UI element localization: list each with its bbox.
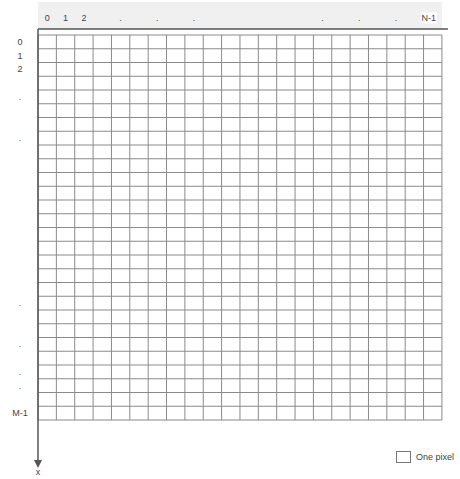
grid-line bbox=[38, 365, 442, 366]
column-index: 0 bbox=[45, 14, 50, 23]
grid-line bbox=[38, 76, 442, 77]
ellipsis-dot: . bbox=[358, 14, 361, 23]
grid-line bbox=[38, 90, 442, 91]
ellipsis-dot: . bbox=[395, 14, 398, 23]
ellipsis-dot: . bbox=[19, 92, 22, 101]
grid-line bbox=[38, 145, 442, 146]
grid-line bbox=[38, 420, 442, 421]
legend-text: One pixel bbox=[416, 453, 454, 462]
grid-line bbox=[38, 241, 442, 242]
grid-line bbox=[38, 255, 442, 256]
grid-line bbox=[38, 296, 442, 297]
column-index: 2 bbox=[81, 14, 86, 23]
y-axis-line bbox=[38, 28, 448, 30]
row-index: 2 bbox=[17, 65, 22, 74]
ellipsis-dot: . bbox=[19, 367, 22, 376]
grid-line bbox=[38, 378, 442, 379]
grid-line bbox=[38, 158, 442, 159]
grid-line bbox=[38, 62, 442, 63]
grid-line bbox=[38, 282, 442, 283]
grid-line bbox=[38, 323, 442, 324]
row-index: M-1 bbox=[11, 408, 29, 419]
grid-line bbox=[38, 172, 442, 173]
column-index: 1 bbox=[63, 14, 68, 23]
grid-line bbox=[38, 48, 442, 49]
row-index: 0 bbox=[17, 37, 22, 46]
grid-line bbox=[38, 392, 442, 393]
grid-line bbox=[38, 200, 442, 201]
grid-line bbox=[38, 103, 442, 104]
grid-line bbox=[38, 268, 442, 269]
grid-line bbox=[38, 117, 442, 118]
x-axis-line bbox=[37, 29, 39, 462]
header-band bbox=[38, 2, 442, 29]
row-index: 1 bbox=[17, 51, 22, 60]
grid-line bbox=[38, 131, 442, 132]
legend-swatch bbox=[396, 451, 411, 463]
grid-line bbox=[38, 310, 442, 311]
grid-line bbox=[38, 186, 442, 187]
axis-label: x bbox=[36, 468, 41, 477]
ellipsis-dot: . bbox=[156, 14, 159, 23]
ellipsis-dot: . bbox=[19, 134, 22, 143]
grid-line bbox=[38, 35, 442, 36]
ellipsis-dot: . bbox=[321, 14, 324, 23]
grid-line bbox=[38, 213, 442, 214]
ellipsis-dot: . bbox=[193, 14, 196, 23]
grid-line bbox=[38, 351, 442, 352]
ellipsis-dot: . bbox=[19, 299, 22, 308]
grid-line bbox=[38, 337, 442, 338]
ellipsis-dot: . bbox=[119, 14, 122, 23]
ellipsis-dot: . bbox=[19, 340, 22, 349]
grid-line bbox=[38, 406, 442, 407]
grid-line bbox=[38, 227, 442, 228]
ellipsis-dot: . bbox=[19, 381, 22, 390]
column-index: N-1 bbox=[420, 13, 437, 24]
